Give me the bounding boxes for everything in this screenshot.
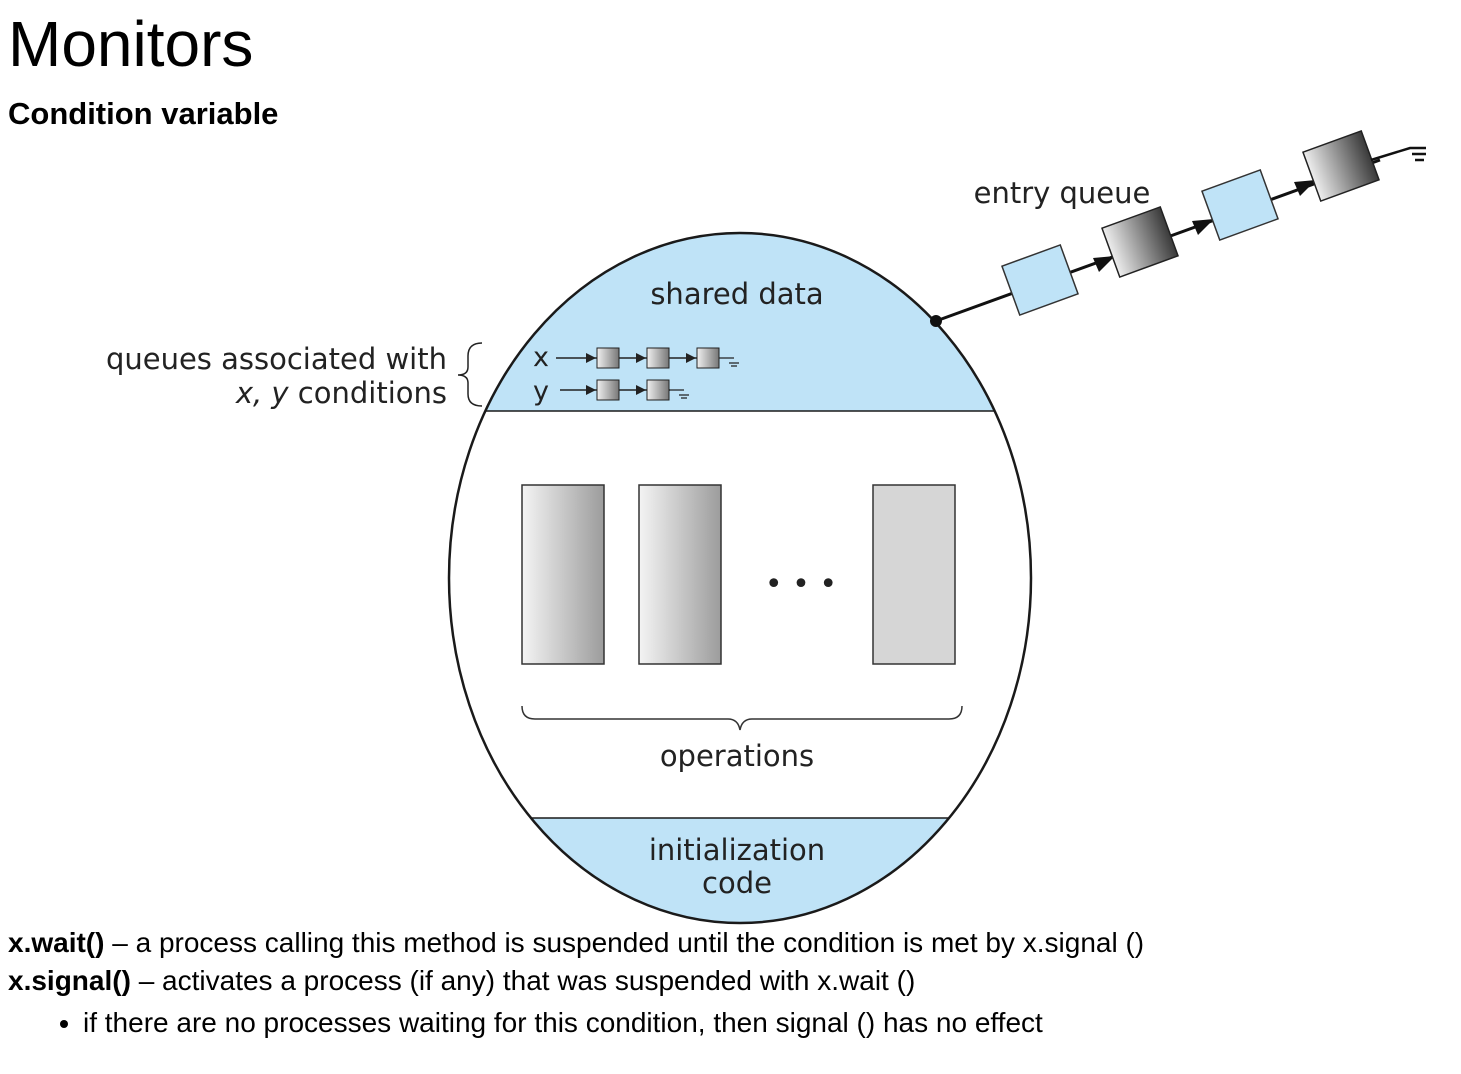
condition-queue-y: y bbox=[533, 376, 689, 407]
signal-method-name: x.signal() bbox=[8, 965, 131, 996]
wait-method-name: x.wait() bbox=[8, 927, 105, 958]
queue-y-label: y bbox=[533, 376, 549, 407]
wait-description: x.wait() – a process calling this method… bbox=[8, 924, 1144, 962]
initialization-label-line1: initialization bbox=[649, 833, 825, 867]
queues-label-italic: x, y bbox=[235, 376, 290, 410]
entry-queue-process-2 bbox=[1101, 206, 1179, 278]
shared-data-label: shared data bbox=[650, 277, 823, 311]
entry-queue-label: entry queue bbox=[974, 176, 1151, 210]
wait-method-text: – a process calling this method is suspe… bbox=[104, 927, 1145, 958]
entry-queue-process-4 bbox=[1302, 130, 1380, 202]
bullet-item: if there are no processes waiting for th… bbox=[83, 1004, 1144, 1042]
queue-y-process-1 bbox=[596, 379, 620, 401]
description-bullets: if there are no processes waiting for th… bbox=[8, 1004, 1144, 1042]
condition-queue-x: x bbox=[533, 342, 739, 373]
queue-x-process-1 bbox=[596, 347, 620, 369]
ground-icon bbox=[719, 357, 739, 367]
operations-brace bbox=[521, 705, 963, 731]
entry-queue-process-1 bbox=[1001, 244, 1079, 316]
description: x.wait() – a process calling this method… bbox=[8, 924, 1144, 1042]
queues-label-line1: queues associated with bbox=[106, 342, 447, 376]
queue-x-label: x bbox=[533, 342, 549, 373]
operation-box-n bbox=[872, 484, 956, 665]
entry-point-dot bbox=[930, 315, 942, 327]
ground-icon bbox=[669, 389, 689, 399]
queues-label-line2: x, y conditions bbox=[235, 376, 447, 410]
queue-x-process-2 bbox=[646, 347, 670, 369]
monitor-oval bbox=[447, 231, 1033, 925]
signal-method-text: – activates a process (if any) that was … bbox=[130, 965, 916, 996]
entry-queue: entry queue bbox=[930, 130, 1426, 327]
operation-box-2 bbox=[638, 484, 722, 665]
operations-ellipsis: • • • bbox=[765, 567, 837, 602]
signal-description: x.signal() – activates a process (if any… bbox=[8, 962, 1144, 1000]
queues-brace bbox=[457, 342, 483, 407]
ground-icon bbox=[1370, 146, 1426, 162]
operation-box-1 bbox=[521, 484, 605, 665]
page-title: Monitors bbox=[8, 8, 254, 80]
entry-queue-process-3 bbox=[1201, 169, 1279, 241]
queues-label-rest: conditions bbox=[289, 376, 447, 410]
queue-y-process-2 bbox=[646, 379, 670, 401]
page-subtitle: Condition variable bbox=[8, 96, 279, 131]
initialization-label-line2: code bbox=[702, 866, 772, 900]
queue-x-process-3 bbox=[696, 347, 720, 369]
operations-label: operations bbox=[660, 739, 814, 773]
